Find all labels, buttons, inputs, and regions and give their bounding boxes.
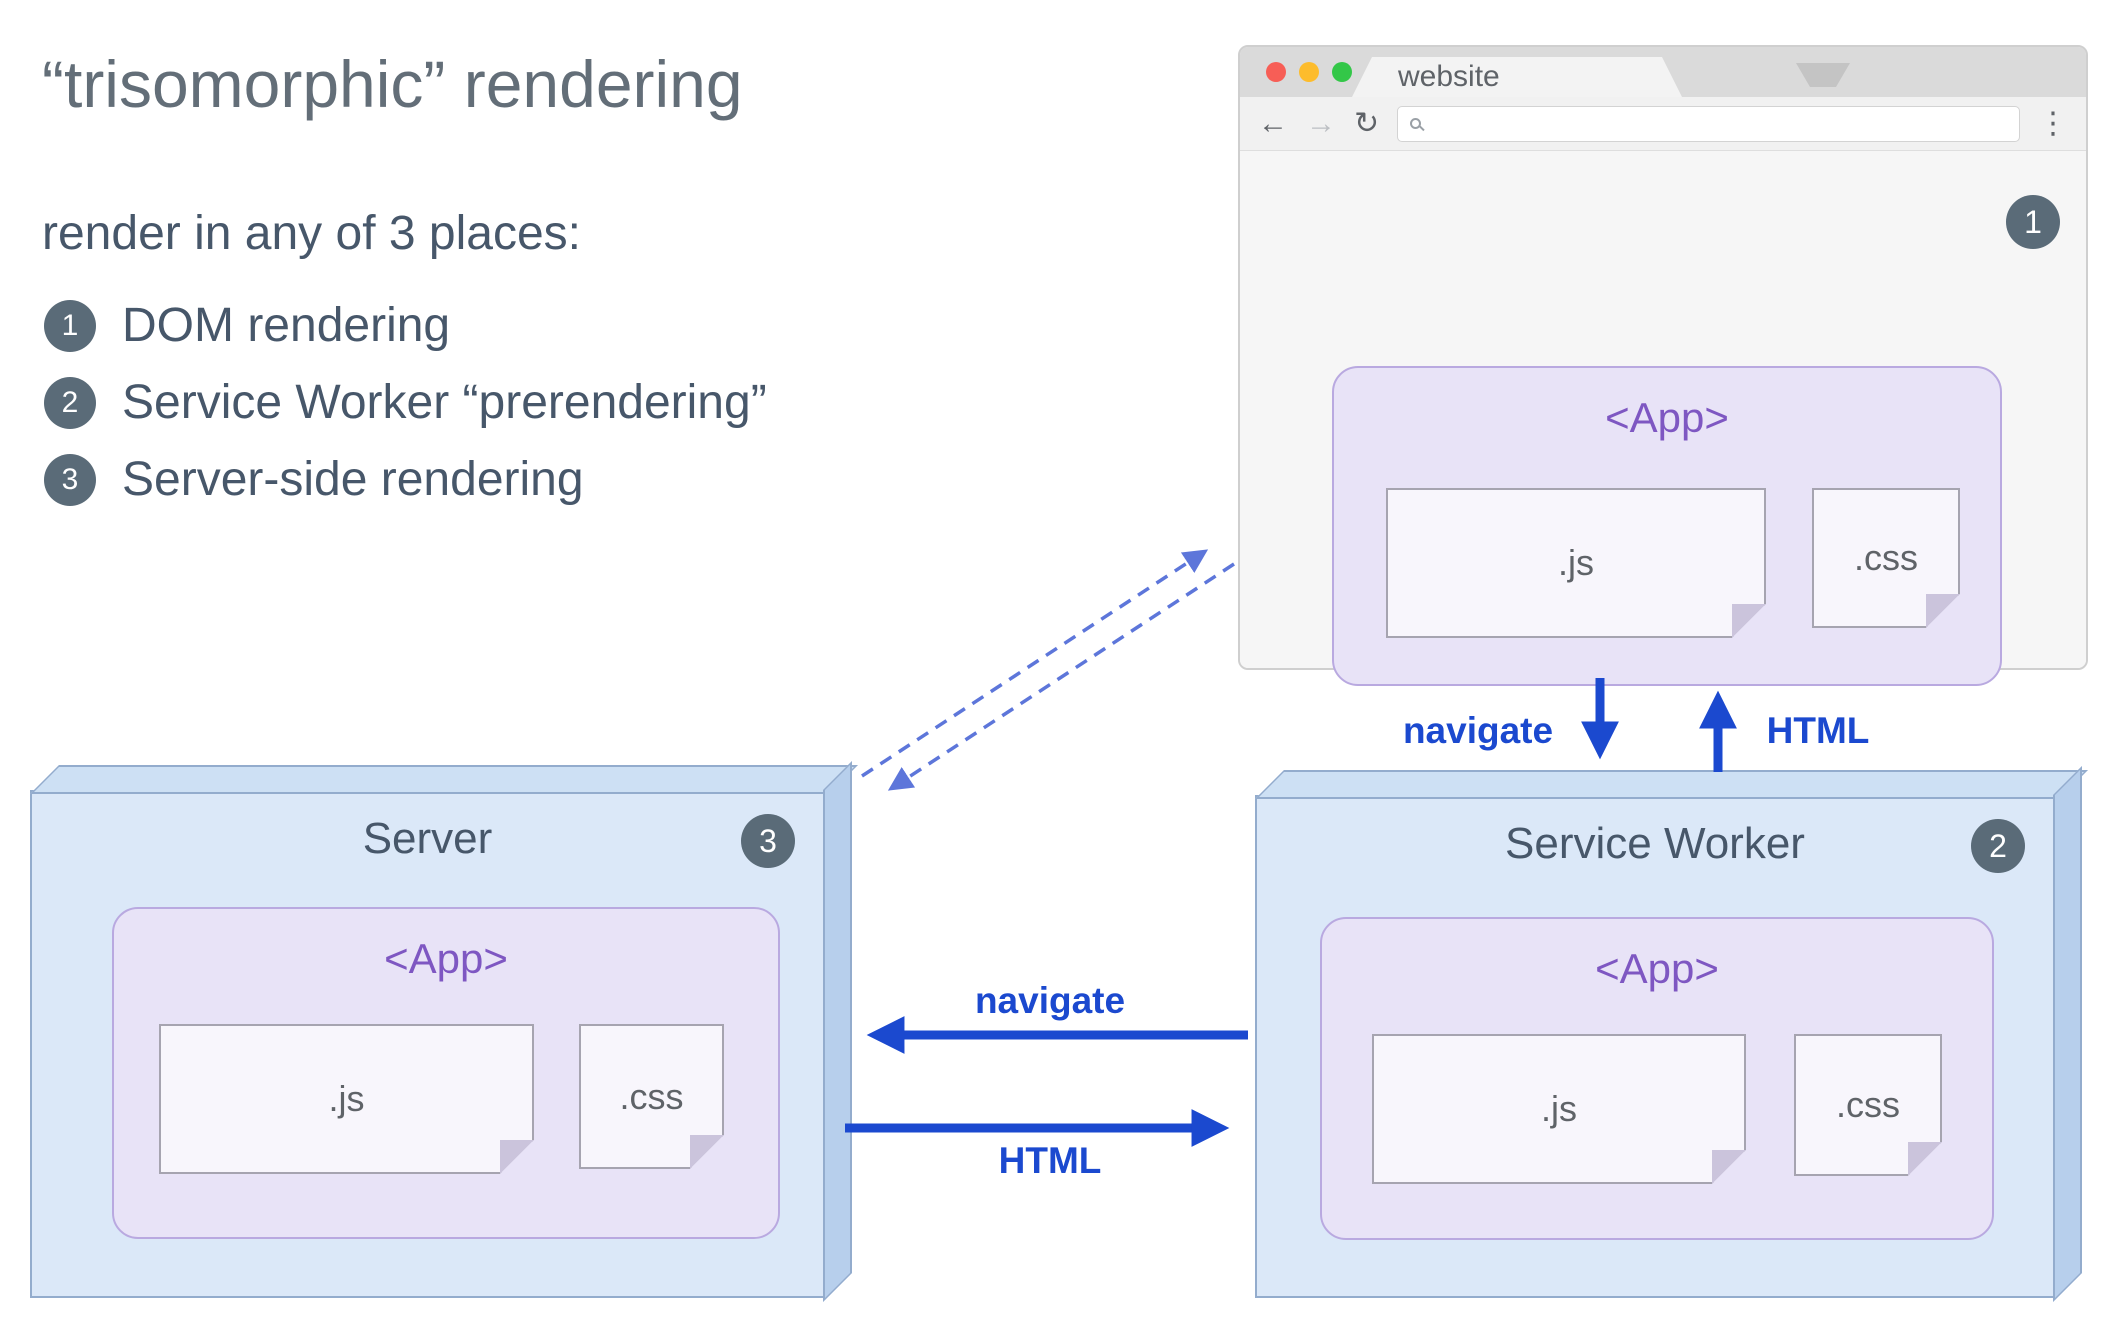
list-number-badge: 2 bbox=[44, 376, 96, 429]
app-label: <App> bbox=[1605, 394, 1729, 441]
list-number-badge: 3 bbox=[44, 453, 96, 506]
background-tab-icon bbox=[1796, 63, 1850, 87]
browser-tab: website bbox=[1352, 57, 1682, 97]
service-worker-title: Service Worker bbox=[1505, 819, 1805, 868]
js-file-icon: .js bbox=[1372, 1034, 1746, 1184]
tab-title: website bbox=[1398, 60, 1500, 93]
close-window-icon bbox=[1266, 62, 1286, 82]
js-file-icon: .js bbox=[159, 1024, 534, 1174]
js-file-label: .js bbox=[1558, 542, 1594, 583]
app-label: <App> bbox=[1595, 945, 1719, 992]
render-places-list: 1 DOM rendering 2 Service Worker “preren… bbox=[44, 298, 767, 507]
window-controls bbox=[1266, 62, 1352, 82]
browser-app-box: <App> .js .css bbox=[1332, 366, 2002, 686]
navigate-label-browser-sw: navigate bbox=[1402, 710, 1554, 751]
js-file-label: .js bbox=[1541, 1088, 1577, 1129]
browser-toolbar: ← → ↻ ⋮ bbox=[1240, 97, 2086, 151]
minimize-window-icon bbox=[1299, 62, 1319, 82]
dashed-arrow-browser-to-server bbox=[887, 562, 1235, 791]
app-label: <App> bbox=[384, 935, 508, 982]
browser-window: website ← → ↻ ⋮ <App> .js .css 1 bbox=[1238, 45, 2088, 686]
service-worker-app-box: <App> .js .css bbox=[1320, 917, 1994, 1240]
list-number-badge: 1 bbox=[44, 299, 96, 352]
list-item-label: Server-side rendering bbox=[122, 453, 584, 506]
url-bar bbox=[1397, 105, 2020, 142]
slide-subtitle: render in any of 3 places: bbox=[42, 207, 581, 260]
service-worker-box: Service Worker 2 <App> .js .css bbox=[1255, 795, 2055, 1298]
search-icon bbox=[1410, 118, 1422, 129]
html-label-server-sw: HTML bbox=[998, 1140, 1102, 1181]
css-file-icon: .css bbox=[1812, 488, 1960, 628]
service-worker-number-badge: 2 bbox=[1971, 819, 2025, 873]
browser-content: <App> .js .css bbox=[1240, 151, 2086, 686]
dashed-arrow-server-to-browser bbox=[861, 549, 1209, 778]
list-item: 3 Server-side rendering bbox=[44, 452, 767, 507]
server-number-badge: 3 bbox=[741, 814, 795, 868]
browser-number-badge: 1 bbox=[2006, 195, 2060, 249]
maximize-window-icon bbox=[1332, 62, 1352, 82]
css-file-icon: .css bbox=[1794, 1034, 1942, 1176]
css-file-label: .css bbox=[619, 1075, 684, 1117]
server-title: Server bbox=[362, 814, 493, 863]
js-file-icon: .js bbox=[1386, 488, 1766, 638]
reload-icon: ↻ bbox=[1354, 106, 1380, 140]
html-label-sw-browser: HTML bbox=[1766, 710, 1870, 751]
back-icon: ← bbox=[1258, 106, 1288, 140]
list-item: 1 DOM rendering bbox=[44, 298, 767, 353]
list-item-label: DOM rendering bbox=[122, 299, 451, 352]
list-item-label: Service Worker “prerendering” bbox=[122, 376, 767, 429]
server-app-box: <App> .js .css bbox=[112, 907, 780, 1239]
css-file-label: .css bbox=[1853, 537, 1918, 578]
browser-tabstrip: website bbox=[1240, 47, 2086, 97]
list-item: 2 Service Worker “prerendering” bbox=[44, 375, 767, 430]
navigate-label-sw-server: navigate bbox=[974, 980, 1126, 1021]
server-box: Server 3 <App> .js .css bbox=[30, 790, 825, 1298]
menu-icon: ⋮ bbox=[2038, 106, 2068, 140]
css-file-icon: .css bbox=[579, 1024, 724, 1169]
slide-title: “trisomorphic” rendering bbox=[42, 47, 743, 121]
forward-icon: → bbox=[1306, 106, 1336, 140]
css-file-label: .css bbox=[1835, 1084, 1900, 1125]
js-file-label: .js bbox=[328, 1078, 365, 1119]
